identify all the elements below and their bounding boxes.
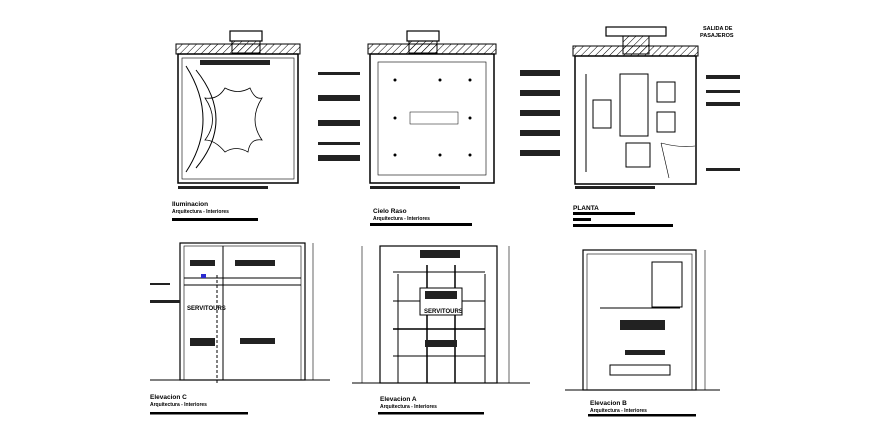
exit-label-line1: SALIDA DE [703,26,733,32]
elevation-a-title: Elevacion A [380,396,417,403]
plan-iluminacion-title: Iluminacion [172,201,208,208]
elevation-c-title: Elevacion C [150,394,187,401]
plan-planta: PLANTA SALIDA DE PASAJEROS [520,26,740,227]
elevation-a: SERVITOURS Elevacion A Arquitectura - In… [352,245,530,415]
plan-cielo-raso-title: Cielo Raso [373,208,407,215]
elevation-c-sign: SERVITOURS [187,306,226,312]
elevation-c: SERVITOURS Elevacion C Arquitectura - In… [150,242,330,415]
plan-iluminacion: Iluminacion Arquitectura - Interiores [172,30,301,221]
plan-iluminacion-subtitle: Arquitectura - Interiores [172,209,229,215]
elevation-b-subtitle: Arquitectura - Interiores [590,408,647,414]
elevation-a-subtitle: Arquitectura - Interiores [380,404,437,410]
plan-cielo-raso-subtitle: Arquitectura - Interiores [373,216,430,222]
ceiling-light-grid [393,78,472,157]
plan-cielo-raso: Cielo Raso Arquitectura - Interiores [318,30,497,226]
elevation-a-sign: SERVITOURS [424,309,463,315]
elevation-c-subtitle: Arquitectura - Interiores [150,402,207,408]
elevation-b: Elevacion B Arquitectura - Interiores [565,249,720,417]
exit-label-line2: PASAJEROS [700,33,734,39]
plan-planta-title: PLANTA [573,205,599,212]
elevation-b-title: Elevacion B [590,400,627,407]
